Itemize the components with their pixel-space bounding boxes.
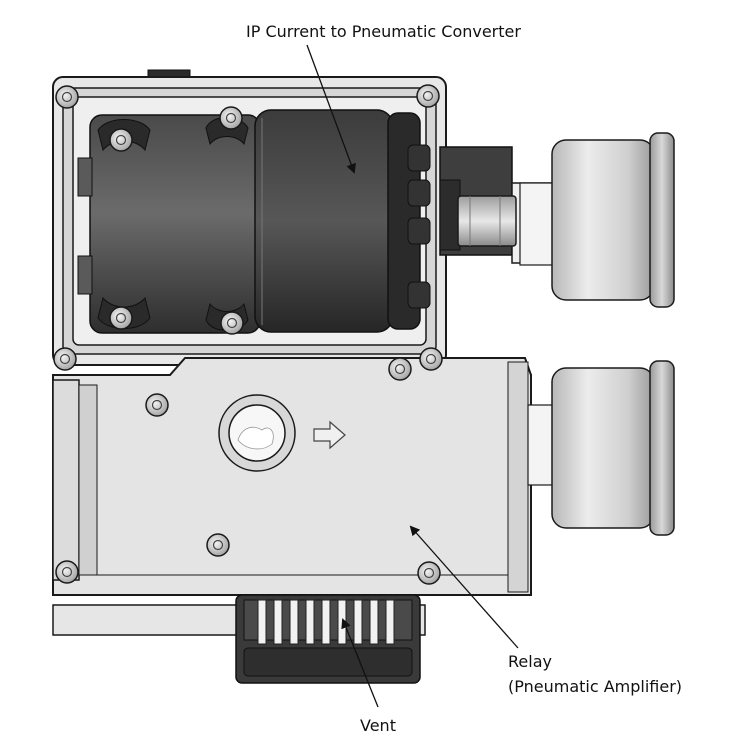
converter-leader-line: [306, 44, 356, 174]
screw-icon: [417, 561, 441, 585]
relay-body: [52, 357, 532, 636]
relay-sublabel: (Pneumatic Amplifier): [508, 677, 683, 696]
screw-icon: [55, 560, 79, 584]
converter-label: IP Current to Pneumatic Converter: [246, 22, 521, 41]
screw-icon: [206, 533, 230, 557]
flow-direction-arrow-icon: [313, 420, 346, 450]
upper-pressure-gauge: [519, 132, 675, 308]
screw-icon: [109, 306, 133, 330]
screw-icon: [419, 347, 443, 371]
screw-icon: [53, 347, 77, 371]
vent-label: Vent: [360, 716, 396, 735]
vent-leader-line: [341, 618, 379, 708]
screw-icon: [145, 393, 169, 417]
lower-pressure-gauge: [527, 360, 675, 536]
screw-icon: [109, 128, 133, 152]
screw-icon: [416, 84, 440, 108]
relay-leader-line: [409, 525, 519, 649]
screw-icon: [219, 106, 243, 130]
vent: [235, 594, 421, 684]
screw-icon: [388, 357, 412, 381]
relay-label: Relay: [508, 652, 552, 671]
screws: [53, 84, 443, 585]
screw-icon: [55, 85, 79, 109]
screw-icon: [220, 311, 244, 335]
